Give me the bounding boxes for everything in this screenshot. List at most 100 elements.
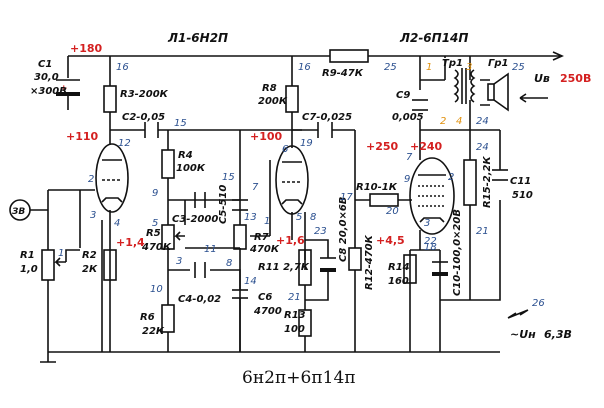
r12-label: R12-470К	[364, 234, 375, 290]
pin-label: 1	[58, 248, 64, 259]
capacitor-c6	[232, 289, 248, 352]
pin-numbers: 16 12 15 2 4 3 9 15 13 5 11 3 8 7 14 10 …	[58, 62, 545, 309]
pin-label: 12	[118, 138, 131, 149]
c1-label: C1	[38, 59, 52, 70]
pin-label: 1	[264, 216, 270, 227]
r15-label: R15-2,2К	[482, 156, 493, 208]
uh-value: 6,3В	[544, 328, 572, 341]
pin-label: 13	[244, 212, 257, 223]
pin-label: 3	[90, 210, 96, 221]
resistor-r2	[103, 249, 117, 281]
r3-label: R3-200К	[120, 89, 169, 100]
resistor-r7	[233, 224, 247, 250]
r13-label: R13	[284, 310, 306, 321]
pin-label: 9	[404, 174, 410, 185]
pin-label: 7	[406, 152, 413, 163]
pin-label: 8	[310, 212, 316, 223]
r10-label: R10-1К	[356, 182, 398, 193]
pin-label: 6	[282, 144, 288, 155]
capacitor-c1: +	[56, 79, 80, 96]
resistor-r1	[41, 249, 80, 281]
tube-v2-pentode	[409, 157, 455, 235]
c6-label: C6	[258, 292, 272, 303]
pin-label: 18	[424, 242, 437, 253]
c1-value: 30,0	[34, 72, 59, 83]
pin-label: 3	[424, 218, 430, 229]
pin-label: 26	[532, 298, 545, 309]
voltage-240: +240	[410, 140, 443, 153]
pin-label: 21	[288, 292, 301, 303]
r1-value: 1,0	[20, 264, 38, 275]
tr-pin-label: 4	[456, 116, 462, 127]
r8-label: R8	[262, 83, 277, 94]
capacitor-c5	[232, 199, 248, 211]
speaker-icon	[487, 72, 509, 112]
capacitor-c4	[194, 262, 206, 278]
r9-label: R9-47К	[322, 68, 364, 79]
tube-v1-triode-a	[95, 143, 129, 213]
resistor-r4	[161, 149, 175, 179]
resistor-r11	[298, 249, 312, 286]
resistor-r5	[161, 224, 185, 250]
pin-label: 15	[174, 118, 187, 129]
r5-value: 470К	[141, 242, 172, 253]
pin-label: 22	[424, 236, 437, 247]
tr-pin-label: 3	[466, 62, 472, 73]
c2-label: C2-0,05	[122, 112, 165, 123]
capacitor-c3	[194, 192, 206, 208]
uh-label: ~Uн	[510, 328, 536, 341]
voltage-100: +100	[250, 130, 283, 143]
r4-value: 100К	[176, 163, 206, 174]
resistor-r12	[348, 247, 362, 271]
resistor-r8	[285, 85, 299, 113]
r6-value: 22К	[142, 326, 165, 337]
c3-label: C3-2000	[172, 214, 218, 225]
pin-label: 17	[340, 192, 353, 203]
pin-label: 25	[512, 62, 525, 73]
c11-label: C11	[510, 176, 531, 187]
r7-value: 470К	[249, 244, 280, 255]
voltage-1-6: +1,6	[276, 234, 305, 247]
pin-label: 21	[476, 226, 489, 237]
r1-label: R1	[20, 250, 35, 261]
pin-label: 14	[244, 276, 257, 287]
r2-value: 2К	[82, 264, 98, 275]
tube-v1-triode-b	[275, 145, 309, 215]
c5-label: C5-510	[218, 185, 229, 224]
pin-label: 5	[296, 212, 302, 223]
tube-v1-label: Л1-6Н2П	[167, 31, 228, 45]
pin-label: 15	[222, 172, 235, 183]
pin-label: 20	[386, 206, 399, 217]
tr-pin-label: 2	[440, 116, 446, 127]
voltage-4-5: +4,5	[376, 234, 405, 247]
capacitor-c10	[432, 261, 448, 276]
r11-label: R11 2,7К	[258, 262, 310, 273]
r4-label: R4	[178, 150, 193, 161]
capacitor-c11	[492, 169, 508, 181]
resistor-r9	[329, 49, 369, 63]
voltage-180: +180	[70, 42, 103, 55]
c4-label: C4-0,02	[178, 294, 221, 305]
resistor-r6	[161, 304, 175, 333]
pin-label: 16	[298, 62, 311, 73]
tube-v2-label: Л2-6П14П	[399, 31, 468, 45]
capacitor-c8	[320, 257, 336, 272]
pin-label: 4	[114, 218, 120, 229]
pin-label: 25	[384, 62, 397, 73]
pin-label: 2	[88, 174, 94, 185]
sound-source-label: ЗВ	[12, 207, 25, 217]
resistor-r10	[369, 193, 399, 207]
r5-label: R5	[146, 228, 161, 239]
caption: 6н2п+6п14п	[242, 368, 356, 388]
r14-label: R14	[388, 262, 410, 273]
r14-value: 160	[388, 276, 409, 287]
voltage-1-4: +1,4	[116, 236, 145, 249]
voltage-250: +250	[366, 140, 399, 153]
pin-label: 9	[152, 188, 158, 199]
c8-label: C8 20,0×6В	[338, 197, 349, 262]
voltage-110: +110	[66, 130, 99, 143]
transformer-tr1	[453, 68, 476, 104]
c10-label: C10-100,0×20В	[452, 209, 463, 296]
